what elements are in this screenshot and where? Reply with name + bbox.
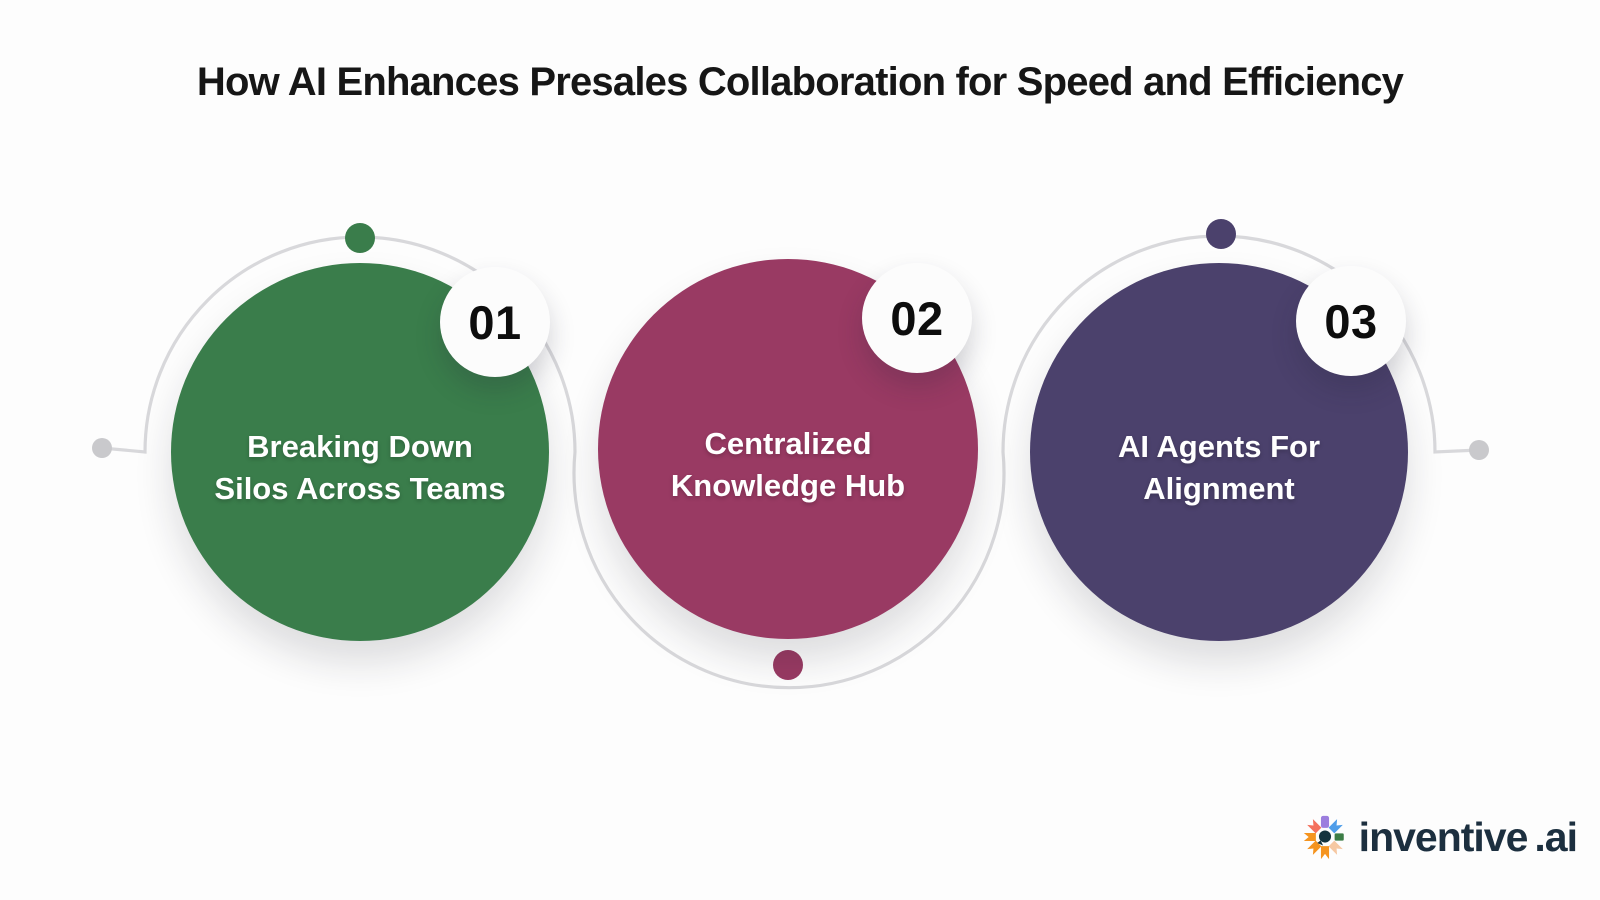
step-label-1-line-2: Silos Across Teams xyxy=(214,471,506,506)
step-label-3-line-2: Alignment xyxy=(1143,471,1295,506)
logo: inventive.ai xyxy=(1300,806,1578,868)
step-label-2-line-1: Centralized xyxy=(704,425,872,461)
step-number-3: 03 xyxy=(1324,294,1378,348)
step-label-3: AI Agents For Alignment xyxy=(1118,426,1320,510)
step-number-badge-1: 01 xyxy=(440,267,550,377)
inventive-flower-icon xyxy=(1303,815,1344,860)
step-label-2-line-2: Knowledge Hub xyxy=(670,468,906,503)
step-label-3-line-1: AI Agents For xyxy=(1117,428,1321,464)
step-label-1-line-1: Breaking Down xyxy=(247,428,473,464)
page-title: How AI Enhances Presales Collaboration f… xyxy=(196,60,1404,104)
step-label-1: Breaking Down Silos Across Teams xyxy=(214,426,505,510)
logo-suffix: .ai xyxy=(1534,813,1578,860)
step-number-2: 02 xyxy=(890,291,944,345)
step-dot-2 xyxy=(773,650,803,680)
connector-endpoint-dot-left xyxy=(92,438,112,458)
step-label-2: Centralized Knowledge Hub xyxy=(671,423,905,507)
connector-endpoint-dot-right xyxy=(1469,440,1489,460)
step-number-badge-2: 02 xyxy=(862,263,972,373)
step-number-1: 01 xyxy=(468,295,522,349)
step-dot-3 xyxy=(1206,219,1236,249)
logo-brand: inventive xyxy=(1358,813,1529,860)
step-dot-1 xyxy=(345,223,375,253)
step-number-badge-3: 03 xyxy=(1296,266,1406,376)
logo-text: inventive.ai xyxy=(1358,813,1578,860)
